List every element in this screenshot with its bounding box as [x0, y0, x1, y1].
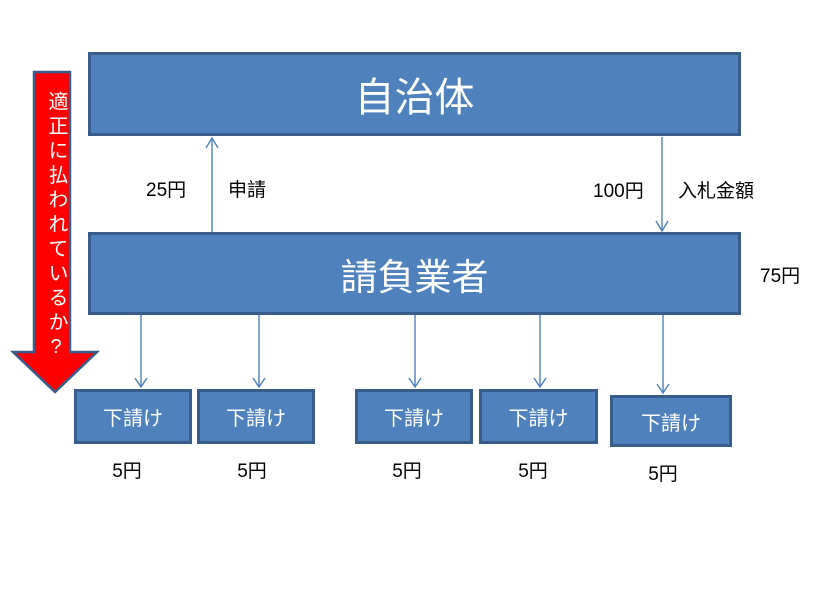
bid-label: 入札金額 — [678, 181, 755, 202]
node-subcontractor-label: 下請け — [226, 408, 286, 430]
node-subcontractor-5: 下請け — [610, 395, 732, 447]
alert-down-arrow-icon — [9, 70, 101, 394]
node-contractor: 請負業者 — [88, 232, 741, 315]
subcontractor-amount-2: 5円 — [237, 461, 267, 482]
subcontractor-amount-5: 5円 — [648, 464, 678, 485]
contractor-remainder-label: 75円 — [760, 266, 801, 287]
bid-amount-label: 100円 — [593, 181, 644, 202]
node-contractor-label: 請負業者 — [340, 256, 489, 298]
node-municipality-label: 自治体 — [354, 76, 475, 120]
application-arrow — [205, 136, 219, 232]
application-amount-label: 25円 — [146, 180, 187, 201]
subcontract-arrow-2 — [252, 315, 266, 389]
subcontractor-amount-1: 5円 — [112, 461, 142, 482]
subcontract-arrow-4 — [533, 315, 547, 389]
subcontract-arrow-3 — [408, 315, 422, 389]
node-municipality: 自治体 — [88, 52, 741, 136]
node-subcontractor-label: 下請け — [384, 408, 444, 430]
node-subcontractor-1: 下請け — [74, 389, 192, 444]
alert-question-text: 適正に払われているか? — [45, 91, 67, 363]
bid-arrow — [655, 137, 669, 233]
subcontract-arrow-5 — [656, 315, 670, 395]
node-subcontractor-label: 下請け — [508, 408, 569, 430]
node-subcontractor-3: 下請け — [355, 389, 473, 444]
application-label: 申請 — [228, 180, 267, 201]
subcontractor-amount-4: 5円 — [518, 461, 548, 482]
subcontract-arrow-1 — [134, 315, 148, 389]
node-subcontractor-label: 下請け — [641, 412, 701, 435]
node-subcontractor-label: 下請け — [103, 408, 163, 430]
node-subcontractor-4: 下請け — [479, 389, 598, 444]
subcontractor-amount-3: 5円 — [392, 461, 422, 482]
node-subcontractor-2: 下請け — [197, 389, 315, 444]
